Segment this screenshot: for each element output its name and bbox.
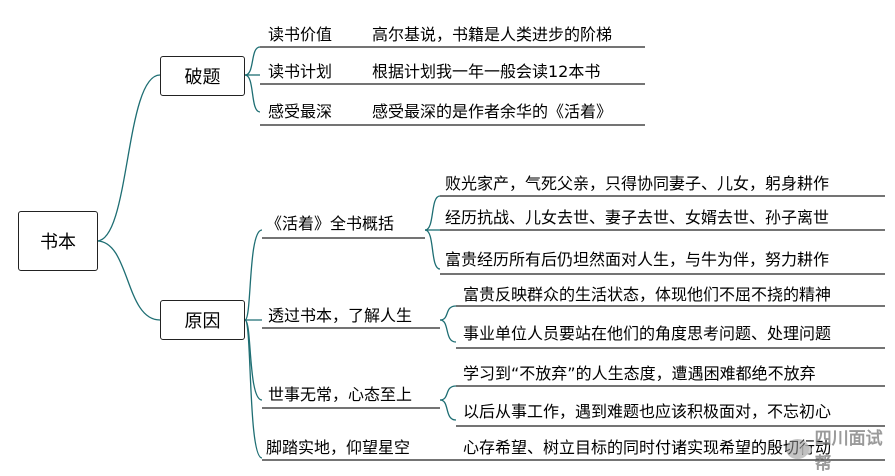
item-label: 读书价值 (268, 25, 333, 44)
wechat-icon (786, 439, 812, 459)
item-label: 感受最深 (268, 102, 333, 121)
root-label: 书本 (40, 232, 76, 253)
connector-root-yy (96, 240, 161, 321)
watermark: 四川面试帮 (786, 424, 895, 474)
item-label: 脚踏实地，仰望星空 (266, 438, 411, 457)
item-detail: 事业单位人员要站在他们的角度思考问题、处理问题 (463, 324, 832, 343)
connector-root-pt (96, 74, 161, 242)
item-label: 透过书本，了解人生 (268, 306, 413, 325)
watermark-text: 四川面试帮 (814, 429, 883, 474)
item-detail: 富贵反映群众的生活状态，体现他们不屈不挠的精神 (463, 285, 832, 304)
root-node: 书本 (18, 211, 98, 271)
item-label: 读书计划 (268, 62, 333, 81)
item-detail: 经历抗战、儿女去世、妻子去世、女婿去世、孙子离世 (445, 208, 830, 227)
branch-label: 破题 (184, 67, 221, 88)
item-detail: 感受最深的是作者余华的《活着》 (372, 102, 613, 121)
item-label: 《活着》全书概括 (266, 214, 395, 233)
branch-node-yuanyin: 原因 (160, 300, 245, 340)
branch-label: 原因 (184, 311, 221, 332)
branch-node-poti: 破题 (160, 56, 245, 96)
item-detail: 心存希望、树立目标的同时付诸实现希望的殷切行动 (463, 438, 832, 457)
item-detail: 根据计划我一年一般会读12本书 (372, 62, 601, 81)
item-detail: 学习到“不放弃”的人生态度，遭遇困难都绝不放弃 (463, 364, 816, 383)
item-detail: 高尔基说，书籍是人类进步的阶梯 (372, 25, 613, 44)
item-label: 世事无常，心态至上 (268, 385, 413, 404)
item-detail: 败光家产，气死父亲，只得协同妻子、儿女，躬身耕作 (445, 174, 830, 193)
item-detail: 富贵经历所有后仍坦然面对人生，与牛为伴，努力耕作 (445, 250, 830, 269)
item-detail: 以后从事工作，遇到难题也应该积极面对，不忘初心 (463, 402, 832, 421)
